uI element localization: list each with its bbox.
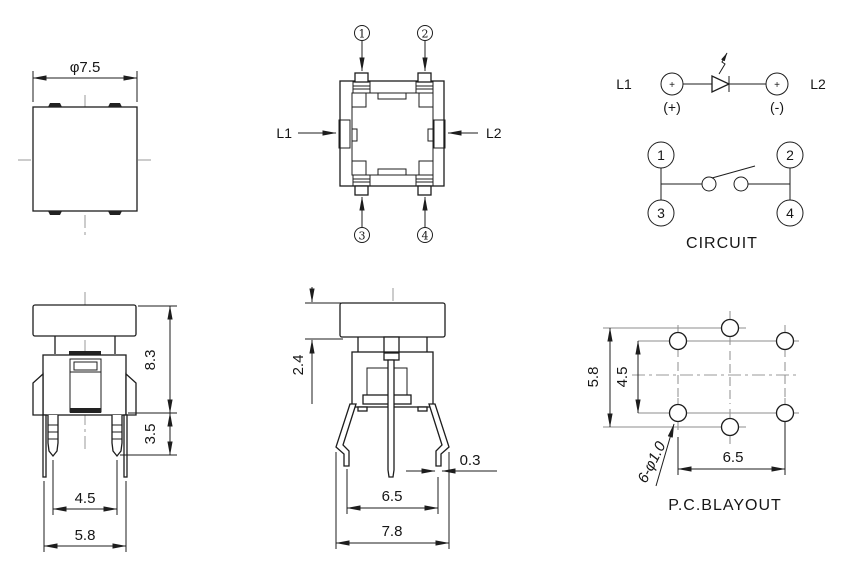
left-side-boss: [338, 119, 351, 149]
dim-total-height: 8.3: [142, 350, 159, 371]
callout-pin-1: 1: [354, 25, 370, 72]
dim-cap-height: 2.4: [290, 355, 307, 376]
pin-terminal-4: [415, 174, 434, 196]
right-side-boss: [433, 119, 446, 149]
switch-pin-right: [111, 415, 123, 458]
led-terminal-right: [765, 72, 789, 96]
dim-lead-thickness: 0.3: [460, 452, 481, 469]
pin-terminal-2: [415, 72, 434, 94]
cap-outline: [32, 106, 138, 212]
front-view: 8.3 3.5 4.5 5.8: [32, 292, 177, 552]
cap-outline: [339, 302, 446, 338]
dim-leg-spacing: 6.5: [382, 488, 403, 505]
polarity-negative: (-): [770, 99, 784, 115]
terminal-number-4: 4: [786, 205, 794, 221]
dim-hole-row-spacing: 4.5: [614, 367, 631, 388]
mounting-hole: [668, 403, 688, 423]
pin-terminal-3: [352, 174, 371, 196]
polarity-positive: (+): [663, 99, 681, 115]
label-l2: L2: [486, 125, 502, 141]
led-symbol: [711, 74, 731, 94]
hole-note: 6-φ1.0: [634, 438, 669, 485]
bent-leg-right: [428, 403, 450, 467]
left-notch: [351, 128, 358, 142]
callout-number: 4: [422, 230, 429, 243]
label-l1: L1: [276, 125, 292, 141]
cap-top-view: φ7.5: [18, 59, 152, 238]
cap-tab: [108, 103, 122, 107]
led-holder: [69, 358, 102, 413]
dim-pin-length: 3.5: [142, 424, 159, 445]
led-terminal-left-sign: +: [669, 80, 675, 91]
body-notch: [357, 406, 368, 412]
circuit-label-l2: L2: [810, 76, 826, 92]
left-flange: [32, 372, 44, 416]
side-view: 2.4 0.3 6.5 7.8: [290, 287, 497, 549]
led-pin-shoulder: [383, 352, 400, 361]
circuit-label-l1: L1: [616, 76, 632, 92]
top-slot: [377, 92, 407, 100]
circuit-view: L1 + + L2 (+) (-) 1 2 3 4 CIRCUIT: [616, 52, 826, 252]
gasket-strip: [69, 351, 101, 355]
mounting-hole: [668, 331, 688, 351]
circuit-title: CIRCUIT: [686, 235, 758, 252]
bent-leg-left: [335, 403, 357, 467]
switch-contact: [701, 176, 717, 192]
led-center-pin: [387, 359, 395, 478]
dim-led-hole-spacing: 5.8: [585, 367, 602, 388]
terminal-number-3: 3: [657, 205, 665, 221]
pin-terminal-1: [352, 72, 371, 94]
pcb-layout-view: 5.8 4.5 6.5 6-φ1.0 P.C.BLAYOUT: [585, 311, 800, 514]
cap-outline: [32, 304, 137, 337]
dim-overall-width: 7.8: [382, 523, 403, 540]
callout-number: 3: [359, 230, 366, 243]
mounting-hole: [775, 331, 795, 351]
led-holder-bar: [362, 394, 412, 405]
body-outline: [42, 354, 127, 416]
cap-tab: [48, 211, 62, 215]
outer-pin-left: [42, 414, 47, 478]
cap-tab: [48, 103, 62, 107]
terminal-number-2: 2: [786, 147, 794, 163]
cap-tab: [108, 211, 122, 215]
callout-number: 1: [359, 28, 366, 41]
dim-pin-spacing: 4.5: [75, 490, 96, 507]
dim-cap-diameter: φ7.5: [70, 59, 101, 76]
terminal-number-1: 1: [657, 147, 665, 163]
callout-pin-3: 3: [354, 196, 370, 243]
dim-hole-col-spacing: 6.5: [723, 449, 744, 466]
top-view: 1 2 3 4 L1 L2: [276, 25, 502, 243]
body-notch: [417, 406, 428, 412]
outer-pin-right: [123, 414, 128, 478]
center-post: [383, 336, 400, 354]
led-terminal-right-sign: +: [774, 80, 780, 91]
mounting-hole: [720, 318, 740, 338]
leader-arrow: [655, 423, 675, 487]
switch-contact: [733, 176, 749, 192]
callout-pin-2: 2: [417, 25, 433, 72]
led-emission-arrow-icon: [718, 52, 728, 75]
dim-base-width: 5.8: [75, 527, 96, 544]
mounting-hole: [775, 403, 795, 423]
switch-pin-left: [47, 415, 59, 458]
callout-number: 2: [422, 28, 429, 41]
mounting-hole: [720, 417, 740, 437]
callout-pin-4: 4: [417, 196, 433, 243]
bottom-slot: [377, 168, 407, 176]
pcb-title: P.C.BLAYOUT: [668, 497, 782, 514]
switch-lever: [711, 165, 756, 179]
right-notch: [427, 128, 434, 142]
right-flange: [125, 372, 137, 416]
